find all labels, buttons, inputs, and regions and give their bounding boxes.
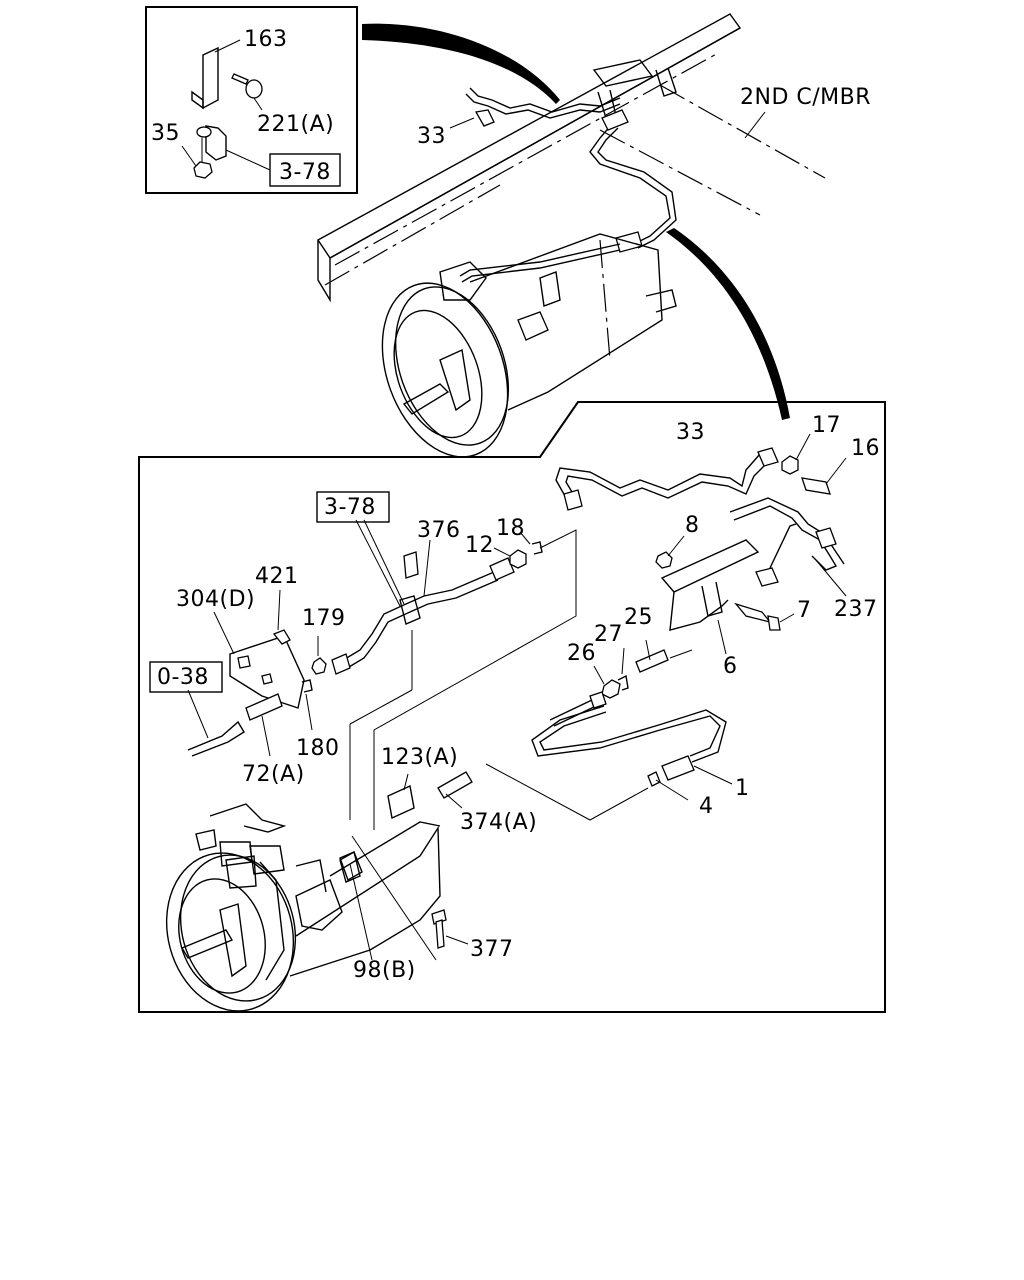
lower-detail-frame: [138, 401, 886, 1013]
bracket-6: [655, 535, 795, 659]
label-98b: 98(B): [353, 958, 416, 983]
label-237: 237: [834, 597, 878, 622]
label-374a: 374(A): [460, 810, 537, 835]
connector-leader: [373, 529, 577, 830]
label-25: 25: [624, 605, 653, 630]
ref-3-78-leaders: [355, 519, 405, 607]
label-27: 27: [594, 622, 623, 647]
label-17: 17: [812, 413, 841, 438]
label-179: 179: [302, 606, 346, 631]
fittings-17-16: [781, 433, 847, 495]
inset-callout-arc: [362, 23, 560, 104]
label-221a-top: 221(A): [257, 112, 334, 137]
pipe-33: [555, 447, 779, 511]
ref-3-78[interactable]: 3-78: [324, 495, 376, 520]
fittings-25-27-26: [593, 639, 669, 699]
label-33-top: 33: [417, 124, 446, 149]
label-123a: 123(A): [381, 745, 458, 770]
label-26: 26: [567, 641, 596, 666]
label-7: 7: [797, 598, 812, 623]
bracket-123a: [387, 771, 473, 820]
label-4: 4: [699, 794, 714, 819]
label-18: 18: [496, 516, 525, 541]
label-304d: 304(D): [176, 587, 255, 612]
label-33: 33: [676, 420, 705, 445]
ref-3-78-box[interactable]: [316, 491, 390, 523]
label-16: 16: [851, 436, 880, 461]
ref-0-38[interactable]: 0-38: [157, 665, 209, 690]
label-377: 377: [470, 937, 514, 962]
label-2nd-cmbr: 2ND C/MBR: [740, 85, 871, 110]
connector-leader-2: [485, 763, 649, 821]
label-180: 180: [296, 736, 340, 761]
label-376: 376: [417, 518, 461, 543]
label-1: 1: [735, 776, 750, 801]
callout-labels: 163 221(A) 35 3-78 33 2ND C/MBR 33 17 16…: [149, 27, 880, 983]
label-163: 163: [244, 27, 288, 52]
ref-0-38-box[interactable]: [149, 661, 223, 693]
detail-inset: [145, 6, 358, 194]
label-421: 421: [255, 564, 299, 589]
lower-transmission: [165, 803, 469, 1012]
ref-3-78-top[interactable]: 3-78: [279, 160, 331, 185]
label-35: 35: [151, 121, 180, 146]
detail-callout-arc: [666, 228, 790, 420]
label-8: 8: [685, 513, 700, 538]
pipe-376: [331, 531, 543, 820]
bracket-304d: [187, 589, 327, 757]
label-6: 6: [723, 654, 738, 679]
pipe-237: [729, 497, 847, 597]
label-12: 12: [465, 533, 494, 558]
hose-1: [531, 691, 733, 801]
label-72a: 72(A): [242, 762, 305, 787]
chassis-frame-assembly: [316, 13, 826, 458]
